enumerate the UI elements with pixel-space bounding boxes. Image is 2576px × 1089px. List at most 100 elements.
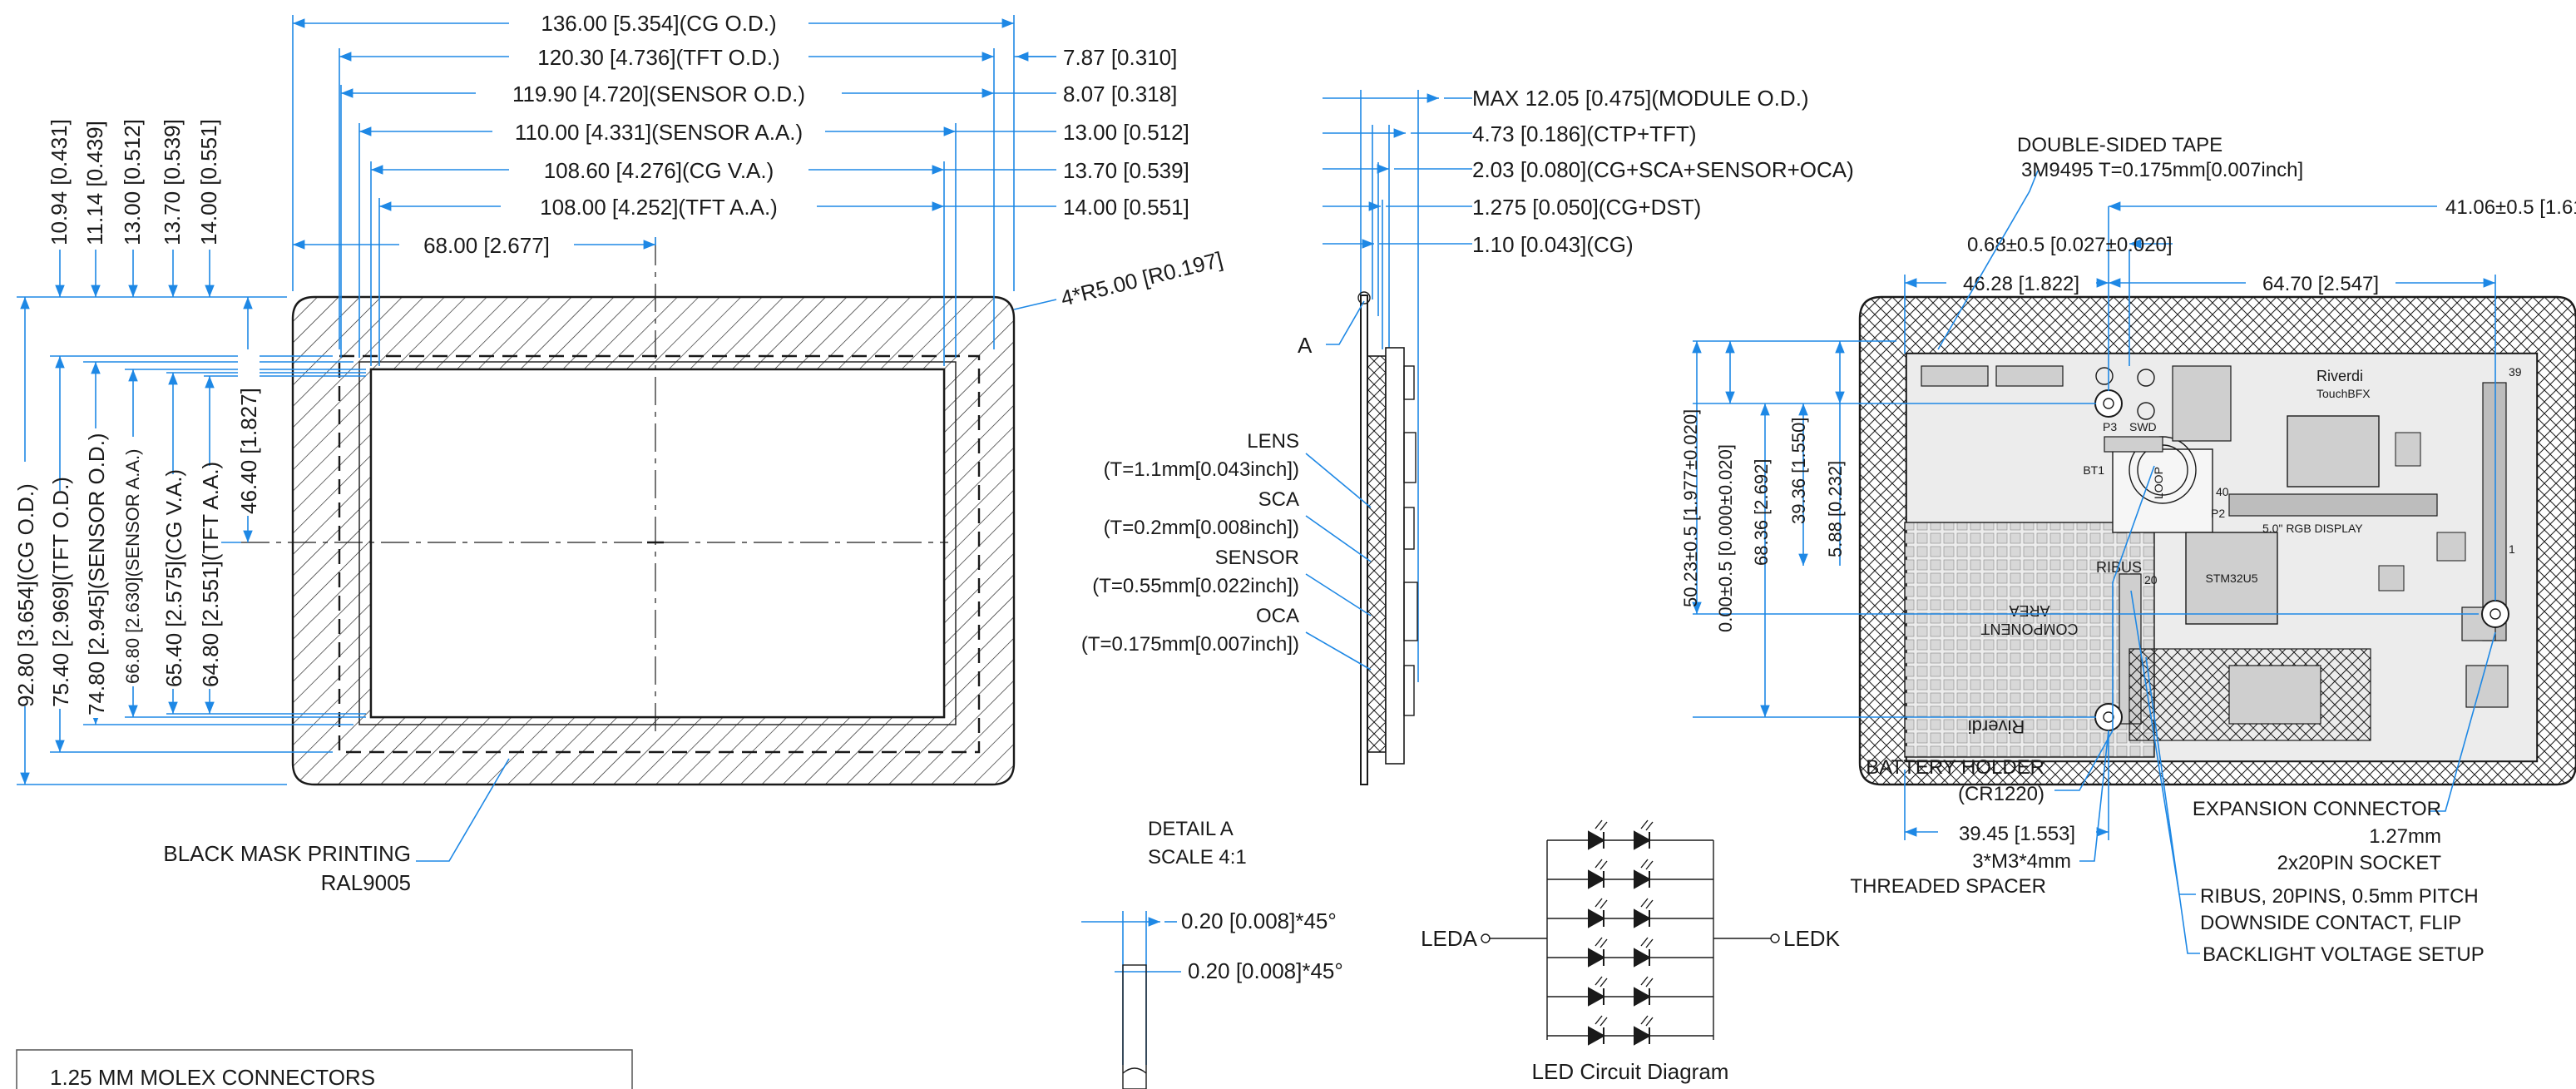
top-dimensions: 136.00 [5.354](CG O.D.) 120.30 [4.736](T…: [292, 8, 1015, 366]
led-diode: [1588, 948, 1606, 968]
side-dim-ctp-tft: 4.73 [0.186](CTP+TFT): [1472, 121, 1696, 146]
radius-leader: [1013, 299, 1057, 310]
led-caption: LED Circuit Diagram: [1532, 1059, 1729, 1084]
expansion-label: EXPANSION CONNECTOR: [2193, 798, 2441, 820]
ribus-label: RIBUS, 20PINS, 0.5mm PITCH: [2200, 885, 2479, 908]
detail-a-chamfer-2: 0.20 [0.008]*45°: [1188, 958, 1343, 983]
spacer-2-hole: [2489, 608, 2501, 620]
connectors-heading: 1.25 MM MOLEX CONNECTORS: [50, 1065, 375, 1089]
ledk-label: LEDK: [1783, 926, 1841, 951]
mcu-chip: [2185, 532, 2278, 625]
p3-label: P3: [2103, 420, 2117, 433]
led-diode: [1588, 987, 1606, 1007]
side-dim-stack: 2.03 [0.080](CG+SCA+SENSOR+OCA): [1472, 157, 1854, 182]
component-area-text-1: COMPONENT: [1980, 621, 2078, 637]
dim-tft-aa: 108.00 [4.252](TFT A.A.): [540, 195, 778, 220]
front-view: 136.00 [5.354](CG O.D.) 120.30 [4.736](T…: [13, 8, 1225, 895]
vdim-sensor-od: 74.80 [2.945](SENSOR O.D.): [84, 433, 109, 715]
tape-leader: [1937, 170, 2039, 350]
right-dimensions: 7.87 [0.310] 8.07 [0.318] 13.00 [0.512] …: [944, 45, 1189, 220]
spacer-1-hole: [2103, 398, 2114, 409]
led-emission-arrow: [1595, 1015, 1608, 1027]
spacer-2: [2481, 600, 2509, 628]
detail-a-edge: [1122, 1067, 1147, 1074]
pin-1: 1: [2509, 542, 2515, 556]
detail-a-leader: [1326, 300, 1365, 345]
battery-leader: [2054, 465, 2155, 791]
pin-39: 39: [2509, 365, 2522, 379]
tape-spec: 3M9495 T=0.175mm[0.007inch]: [2021, 159, 2303, 181]
rear-view: COMPONENT AREA Riverdi BT1 STM32U5 5.0" …: [1680, 134, 2576, 966]
leda-label: LEDA: [1421, 926, 1478, 951]
detail-a-chamfer-1: 0.20 [0.008]*45°: [1181, 908, 1337, 933]
backlight-leader: [2145, 656, 2200, 954]
black-mask-code: RAL9005: [321, 870, 411, 895]
black-mask-label: BLACK MASK PRINTING: [163, 841, 411, 866]
side-view: MAX 12.05 [0.475](MODULE O.D.) 4.73 [0.1…: [1081, 86, 1854, 785]
sca-leader: [1305, 515, 1372, 562]
spacer-1: [2094, 389, 2123, 418]
inductor: [2228, 665, 2321, 725]
leda-terminal: [1481, 933, 1491, 943]
led-diode: [1588, 1026, 1606, 1046]
led-emission-arrow: [1640, 1015, 1654, 1027]
stack-layers: [1367, 355, 1387, 753]
led-diode: [1634, 987, 1652, 1007]
rear-vdim-3: 68.36 [2.692]: [1751, 459, 1772, 566]
p2-label: P2: [2211, 507, 2225, 520]
loop-label: LOOP: [2152, 467, 2165, 499]
side-dim-cg: 1.10 [0.043](CG): [1472, 232, 1634, 257]
display-connector: [2228, 493, 2438, 517]
rear-dim-2: 0.68±0.5 [0.027±0.020]: [1967, 234, 2173, 256]
oca-leader: [1305, 631, 1372, 671]
pin-40: 40: [2216, 485, 2229, 498]
led-diode: [1634, 908, 1652, 928]
brand-block: [2287, 366, 2362, 403]
led-diode: [1588, 908, 1606, 928]
button-1: [2095, 367, 2114, 385]
led-circuit: LEDA LEDK LED Circuit Diagram: [1421, 819, 1841, 1084]
led-emission-arrow: [1640, 976, 1654, 988]
led-diode: [1588, 869, 1606, 889]
swd-label: SWD: [2129, 420, 2157, 433]
component-4: [1403, 582, 1418, 641]
mcu-label: STM32U5: [2205, 572, 2257, 585]
vdim-tft-od: 75.40 [2.969](TFT O.D.): [48, 477, 73, 707]
side-dim-dst: 1.275 [0.050](CG+DST): [1472, 195, 1701, 220]
dim-cg-va: 108.60 [4.276](CG V.A.): [544, 158, 774, 183]
dim-right-4: 13.70 [0.539]: [1063, 158, 1189, 183]
can-connector: [1995, 365, 2064, 387]
led-emission-arrow: [1595, 898, 1608, 909]
ic-small-3: [2378, 565, 2405, 592]
pin-20: 20: [2144, 573, 2158, 587]
detail-a-glass: [1122, 964, 1147, 1089]
spacer-3: [2094, 703, 2123, 731]
tape-label: DOUBLE-SIDED TAPE: [2017, 134, 2222, 156]
ribus-desc: DOWNSIDE CONTACT, FLIP: [2200, 912, 2461, 934]
component-1: [1403, 365, 1415, 400]
layer-lens: LENS: [1247, 430, 1299, 453]
component-area-text-2: AREA: [2009, 602, 2049, 619]
detail-marker: A: [1298, 333, 1313, 358]
led-emission-arrow: [1640, 898, 1654, 909]
led-emission-arrow: [1640, 819, 1654, 831]
led-emission-arrow: [1640, 937, 1654, 948]
dim-sensor-od: 119.90 [4.720](SENSOR O.D.): [512, 82, 805, 106]
viewing-area-outline: [369, 368, 946, 719]
spacer-3-hole: [2103, 711, 2114, 723]
corner-radius-label: 4*R5.00 [R0.197]: [1058, 246, 1225, 310]
battery-label: BATTERY HOLDER: [1866, 756, 2044, 779]
dim-cg-od: 136.00 [5.354](CG O.D.): [541, 11, 776, 36]
dim-right-1: 7.87 [0.310]: [1063, 45, 1177, 70]
spacer-leader: [2079, 730, 2109, 862]
expansion-leader: [2429, 631, 2496, 812]
vdim-top-1: 10.94 [0.431]: [47, 119, 72, 245]
battery-holder: [2112, 448, 2213, 533]
pcb-side: [1385, 347, 1405, 765]
dim-tft-od: 120.30 [4.736](TFT O.D.): [537, 45, 779, 70]
tft-outline-dashed: [338, 354, 981, 754]
dim-right-3: 13.00 [0.512]: [1063, 120, 1189, 145]
rear-vdim-1: 50.23±0.5 [1.977±0.020]: [1680, 409, 1701, 607]
rear-vdim-4: 39.36 [1.550]: [1788, 418, 1809, 524]
mem-chip: [2287, 415, 2380, 488]
